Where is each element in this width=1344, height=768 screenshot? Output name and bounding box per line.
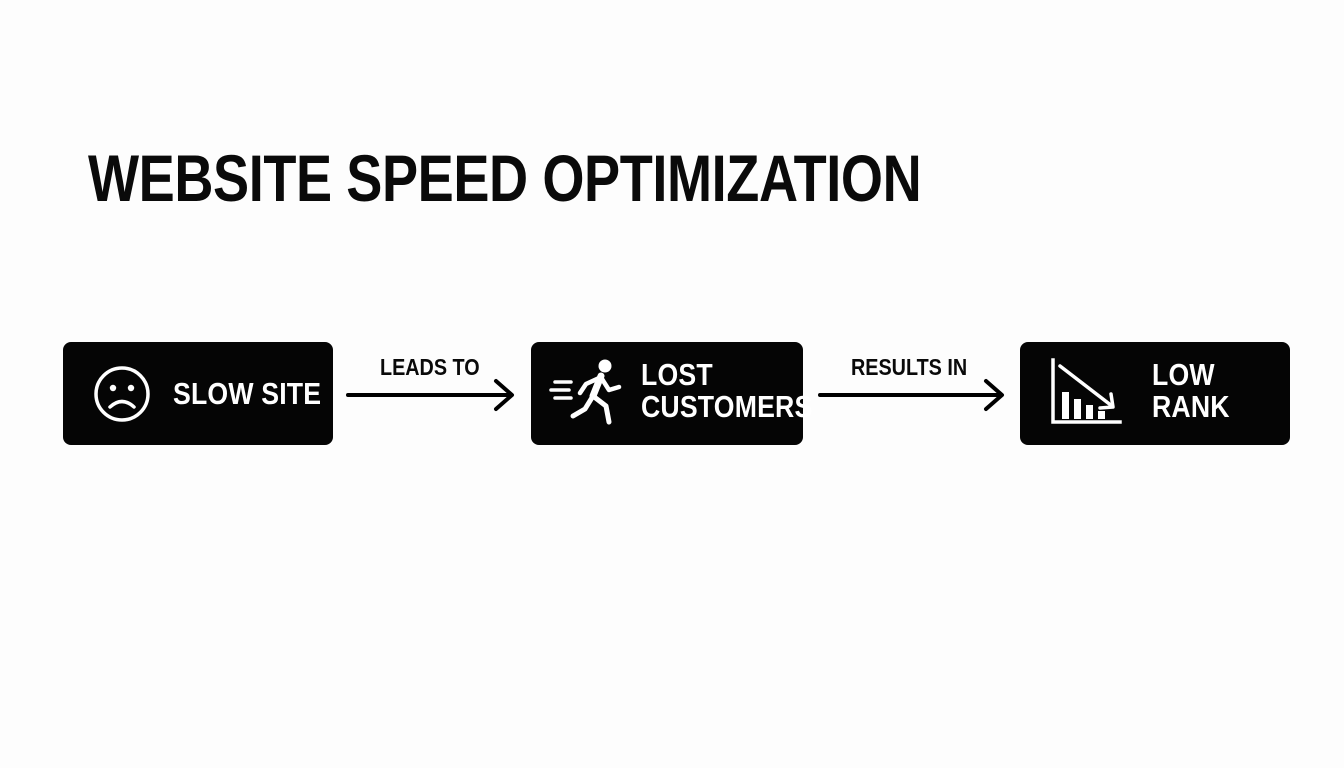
node-low-rank: LOW RANK [1020,342,1290,445]
edge-label-leads-to: LEADS TO [380,354,480,380]
node-label-line: SLOW SITE [173,376,322,411]
arrow-right-icon [346,379,514,411]
node-label-line: CUSTOMERS [641,389,813,424]
node-label: LOW RANK [1152,359,1230,423]
node-slow-site: SLOW SITE [63,342,333,445]
running-person-icon [549,359,622,425]
node-label-line: RANK [1152,389,1230,424]
node-label: SLOW SITE [173,378,321,410]
node-label: LOST CUSTOMERS [641,359,812,423]
edge-label-results-in: RESULTS IN [851,354,968,380]
sad-face-icon [94,366,150,422]
arrow-right-icon [818,379,1004,411]
node-label-line: LOST [641,357,713,392]
node-lost-customers: LOST CUSTOMERS [531,342,812,445]
declining-bar-chart-icon [1051,358,1122,424]
page-title: WEBSITE SPEED OPTIMIZATION [88,141,922,215]
node-label-line: LOW [1152,357,1215,392]
